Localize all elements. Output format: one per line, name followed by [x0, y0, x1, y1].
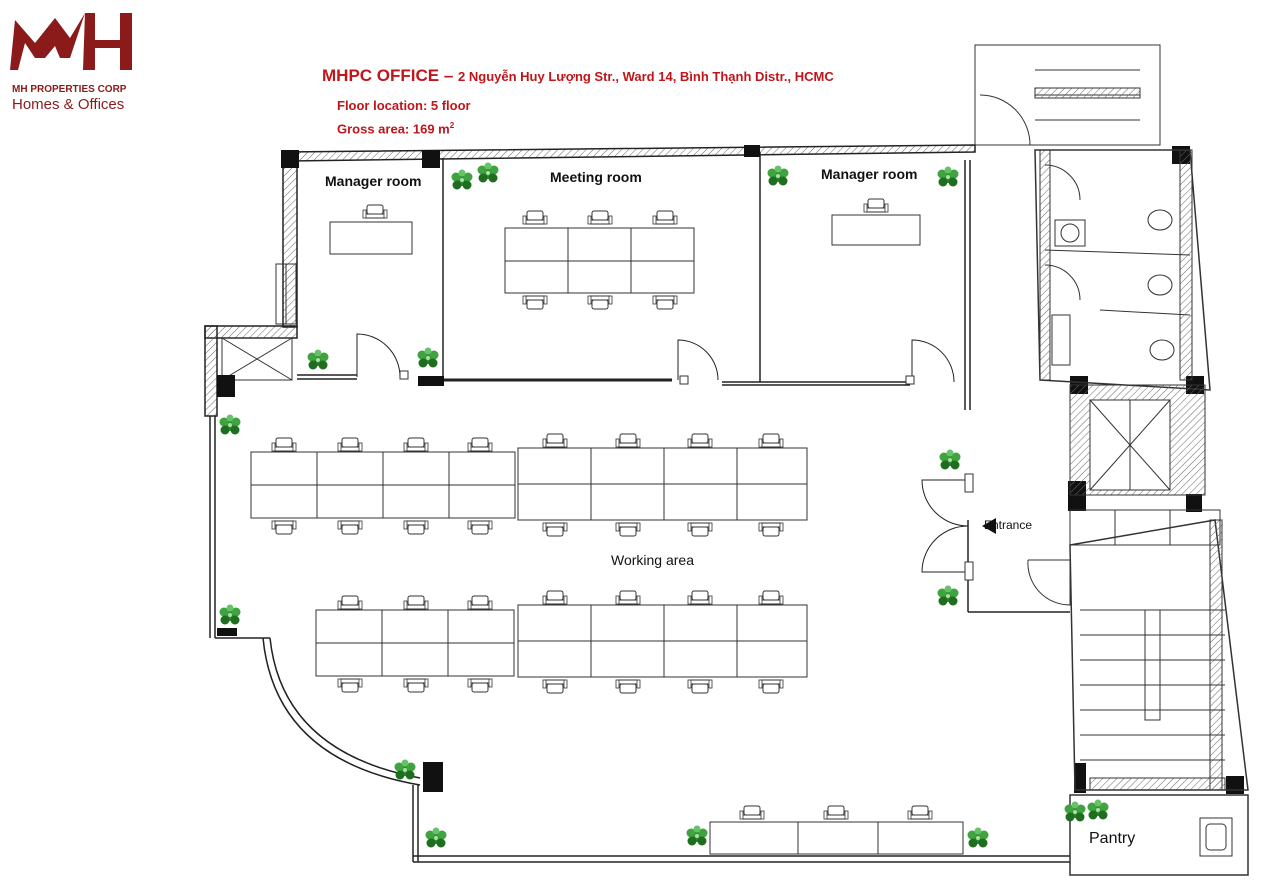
potted-plant-icon [425, 827, 447, 848]
gross-area-text: Gross area: 169 m [337, 121, 450, 137]
service-core [974, 44, 1249, 876]
window-desks [709, 821, 964, 855]
potted-plant-icon [1087, 799, 1109, 820]
title-separator: – [443, 66, 454, 85]
potted-plant-icon [939, 449, 961, 470]
potted-plant-icon [967, 827, 989, 848]
room-label-meeting: Meeting room [550, 169, 642, 185]
window-shaft [221, 263, 297, 381]
desk-cluster-lower [315, 604, 808, 678]
potted-plant-icon [1064, 801, 1086, 822]
room-label-manager-right: Manager room [821, 166, 918, 182]
eagle-logo-mark [10, 13, 132, 70]
title-text: MHPC OFFICE [322, 66, 440, 85]
potted-plant-icon [451, 169, 473, 190]
potted-plant-icon [219, 414, 241, 435]
gross-area: Gross area: 169 m2 [337, 121, 454, 136]
room-label-manager-left: Manager room [325, 173, 422, 189]
entrance-label: Entrance [984, 518, 1033, 532]
manager-room-left-furniture [329, 204, 413, 255]
desk-cluster-upper [250, 447, 808, 521]
logo-tagline: Homes & Offices [12, 96, 125, 113]
manager-room-right-furniture [831, 198, 921, 246]
door-hardware [399, 370, 974, 581]
potted-plant-icon [307, 349, 329, 370]
office-title: MHPC OFFICE – 2 Nguyễn Huy Lượng Str., W… [322, 66, 834, 86]
potted-plant-icon [417, 347, 439, 368]
office-address: 2 Nguyễn Huy Lượng Str., Ward 14, Bình T… [458, 69, 834, 84]
gross-area-exponent: 2 [449, 121, 455, 130]
company-logo: MH PROPERTIES CORP Homes & Offices [10, 8, 150, 113]
potted-plant-icon [219, 604, 241, 625]
potted-plant-icon [394, 759, 416, 780]
potted-plant-icon [937, 585, 959, 606]
potted-plant-icon [937, 166, 959, 187]
interior-partitions [297, 152, 969, 573]
potted-plant-icon [686, 825, 708, 846]
exterior-walls [204, 144, 1070, 863]
room-label-pantry: Pantry [1089, 830, 1136, 847]
logo-company-name: MH PROPERTIES CORP [12, 84, 127, 95]
potted-plant-icon [477, 162, 499, 183]
window-desk-chairs [739, 805, 933, 820]
floor-location: Floor location: 5 floor [337, 98, 471, 113]
arrow-left-icon [982, 518, 996, 534]
room-label-working-area: Working area [611, 552, 695, 568]
meeting-table [504, 227, 695, 294]
potted-plant-icon [767, 165, 789, 186]
